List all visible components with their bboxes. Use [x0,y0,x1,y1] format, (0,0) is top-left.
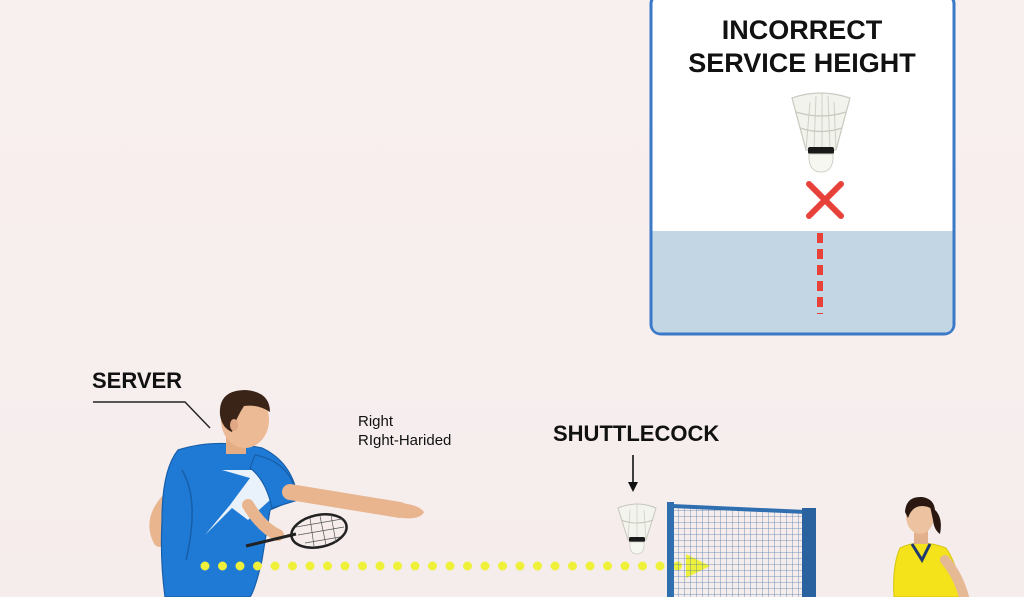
server-label: SERVER [92,368,183,393]
net-post-right [802,508,816,597]
badminton-net [667,502,816,597]
net-post-left [667,502,674,597]
server-player [149,390,424,597]
shuttlecock-label: SHUTTLECOCK [553,421,720,446]
racket [245,513,348,549]
handedness-label-line2: RIght-Harided [358,432,452,449]
arrow-down-icon [628,482,638,492]
handedness-label-line1: Right [358,413,394,430]
server-leader-line [93,401,211,429]
inset-court-area [652,231,953,333]
shot-trajectory [200,554,710,578]
inset-title-line1: INCORRECT [721,15,883,45]
inset-title-line2: SERVICE HEIGHT [688,48,916,78]
shuttlecock-icon [617,503,657,555]
cross-mark-icon [806,181,844,219]
receiver-player [893,496,969,597]
incorrect-service-height-panel [649,0,956,336]
shuttlecock-icon [791,92,851,173]
inset-title: INCORRECT SERVICE HEIGHT [652,14,952,80]
